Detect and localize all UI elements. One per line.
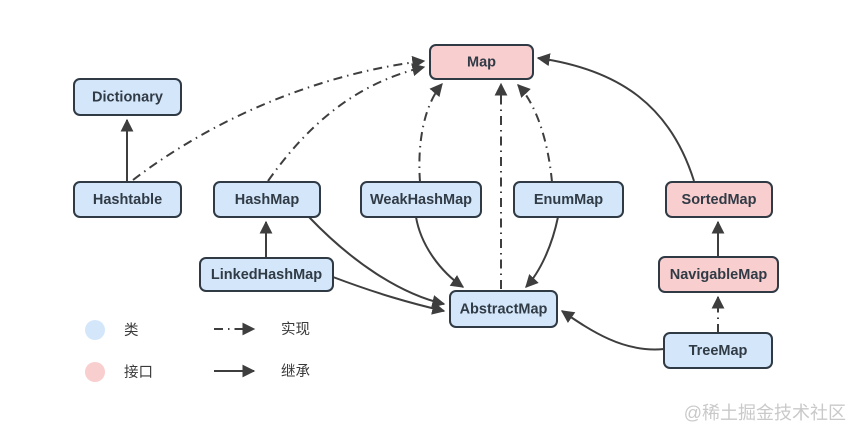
watermark-text: @稀土掘金技术社区 <box>684 403 846 423</box>
node-hashmap: HashMap <box>213 181 321 218</box>
node-sortedmap: SortedMap <box>665 181 773 218</box>
legend-interface-swatch <box>85 362 105 382</box>
legend-extends-label: 继承 <box>281 363 310 380</box>
legend-implements-label: 实现 <box>281 321 310 338</box>
node-weakhashmap-label: WeakHashMap <box>370 192 472 208</box>
node-weakhashmap: WeakHashMap <box>360 181 482 218</box>
node-dictionary-box <box>73 78 182 116</box>
node-abstractmap-label: AbstractMap <box>460 302 548 318</box>
node-map-label: Map <box>467 55 496 71</box>
edge-treemap-to-abstractmap <box>560 310 665 351</box>
edge-weakhashmap-to-abstractmap <box>415 216 465 288</box>
node-hashmap-label: HashMap <box>235 192 300 208</box>
node-map-box <box>429 44 534 80</box>
node-sortedmap-label: SortedMap <box>682 192 757 208</box>
node-hashtable-box <box>73 181 182 218</box>
node-hashmap-box <box>213 181 321 218</box>
legend: 类 接口 实现 继承 <box>85 320 310 382</box>
node-treemap: TreeMap <box>663 332 773 369</box>
node-navigablemap-box <box>658 256 779 293</box>
legend-interface-label: 接口 <box>124 364 153 381</box>
node-abstractmap: AbstractMap <box>449 290 558 328</box>
edge-enummap-to-map <box>517 84 553 183</box>
edge-hashmap-to-map <box>267 63 426 182</box>
node-dictionary-label: Dictionary <box>92 90 163 106</box>
edge-weakhashmap-to-map <box>418 83 443 183</box>
edge-linkedhashmap-to-abstractmap <box>332 276 446 315</box>
node-linkedhashmap-box <box>199 257 334 292</box>
node-enummap-box <box>513 181 624 218</box>
node-map: Map <box>429 44 534 80</box>
node-treemap-box <box>663 332 773 369</box>
node-hashtable: Hashtable <box>73 181 182 218</box>
edge-sortedmap-to-map <box>536 53 695 182</box>
legend-class-swatch <box>85 320 105 340</box>
node-dictionary: Dictionary <box>73 78 182 116</box>
node-weakhashmap-box <box>360 181 482 218</box>
node-treemap-label: TreeMap <box>689 343 748 359</box>
node-sortedmap-box <box>665 181 773 218</box>
edge-hashmap-to-abstractmap <box>308 216 446 308</box>
node-hashtable-label: Hashtable <box>93 192 162 208</box>
edge-enummap-to-abstractmap <box>525 216 559 288</box>
node-enummap: EnumMap <box>513 181 624 218</box>
node-navigablemap: NavigableMap <box>658 256 779 293</box>
node-linkedhashmap-label: LinkedHashMap <box>211 267 322 283</box>
legend-class-label: 类 <box>124 322 139 339</box>
node-linkedhashmap: LinkedHashMap <box>199 257 334 292</box>
node-abstractmap-box <box>449 290 558 328</box>
edge-hashtable-to-map <box>132 55 426 181</box>
node-enummap-label: EnumMap <box>534 192 603 208</box>
node-navigablemap-label: NavigableMap <box>670 267 768 283</box>
